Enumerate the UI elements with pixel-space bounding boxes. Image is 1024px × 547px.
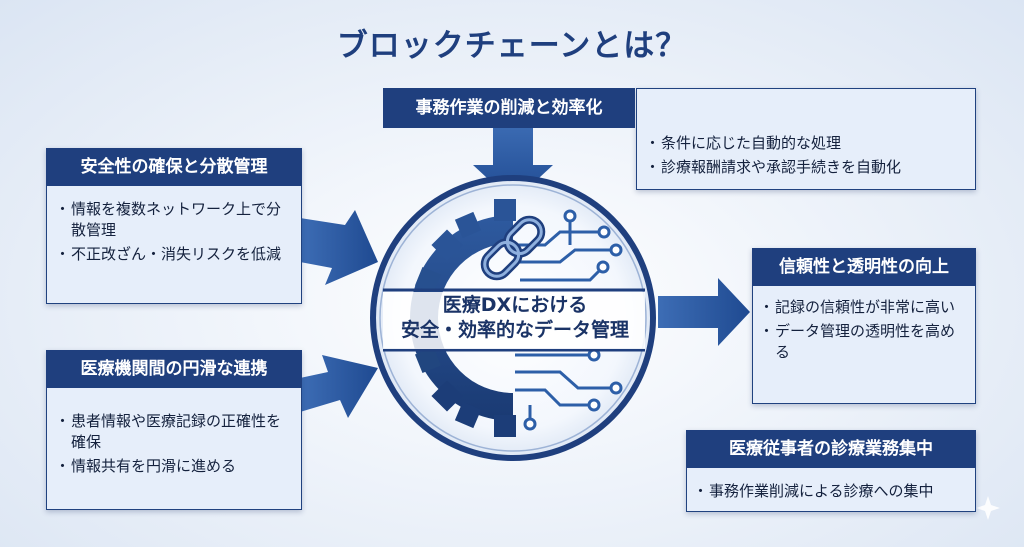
list-item: 不正改ざん・消失リスクを低減 (55, 244, 289, 265)
list-item: 条件に応じた自動的な処理 (645, 133, 969, 154)
arrow-right (658, 278, 750, 346)
page-title: ブロックチェーンとは？ (336, 28, 688, 64)
focus-heading: 医療従事者の診療業務集中 (686, 430, 976, 468)
list-item: 診療報酬請求や承認手続きを自動化 (645, 157, 969, 178)
list-item: 情報共有を円滑に進める (55, 456, 289, 477)
reliability-box: 信頼性と透明性の向上 記録の信頼性が非常に高い データ管理の透明性を高める (752, 248, 976, 404)
efficiency-box: 条件に応じた自動的な処理 診療報酬請求や承認手続きを自動化 (636, 88, 976, 190)
security-box: 安全性の確保と分散管理 情報を複数ネットワーク上で分散管理 不正改ざん・消失リス… (46, 148, 302, 304)
focus-box: 医療従事者の診療業務集中 事務作業削減による診療への集中 (686, 430, 976, 512)
chain-link-icon (480, 215, 546, 281)
center-label-line2: 安全・効率的なデータ管理 (400, 319, 629, 341)
reliability-heading: 信頼性と透明性の向上 (752, 248, 976, 286)
list-item: データ管理の透明性を高める (759, 321, 968, 363)
arrow-left-lower (300, 355, 378, 418)
arrow-left-upper (300, 210, 378, 285)
list-item: 情報を複数ネットワーク上で分散管理 (55, 199, 289, 241)
circuit-icon (515, 220, 612, 420)
cooperation-heading: 医療機関間の円滑な連携 (46, 350, 302, 388)
center-label-line1: 医療DXにおける (442, 294, 588, 316)
list-item: 患者情報や医療記録の正確性を確保 (55, 411, 289, 453)
security-heading: 安全性の確保と分散管理 (46, 148, 302, 186)
list-item: 記録の信頼性が非常に高い (759, 297, 968, 318)
efficiency-heading: 事務作業の削減と効率化 (383, 88, 635, 128)
center-label: 医療DXにおける 安全・効率的なデータ管理 (380, 293, 650, 343)
list-item: 事務作業削減による診療への集中 (693, 481, 972, 502)
cooperation-box: 医療機関間の円滑な連携 患者情報や医療記録の正確性を確保 情報共有を円滑に進める (46, 350, 302, 510)
